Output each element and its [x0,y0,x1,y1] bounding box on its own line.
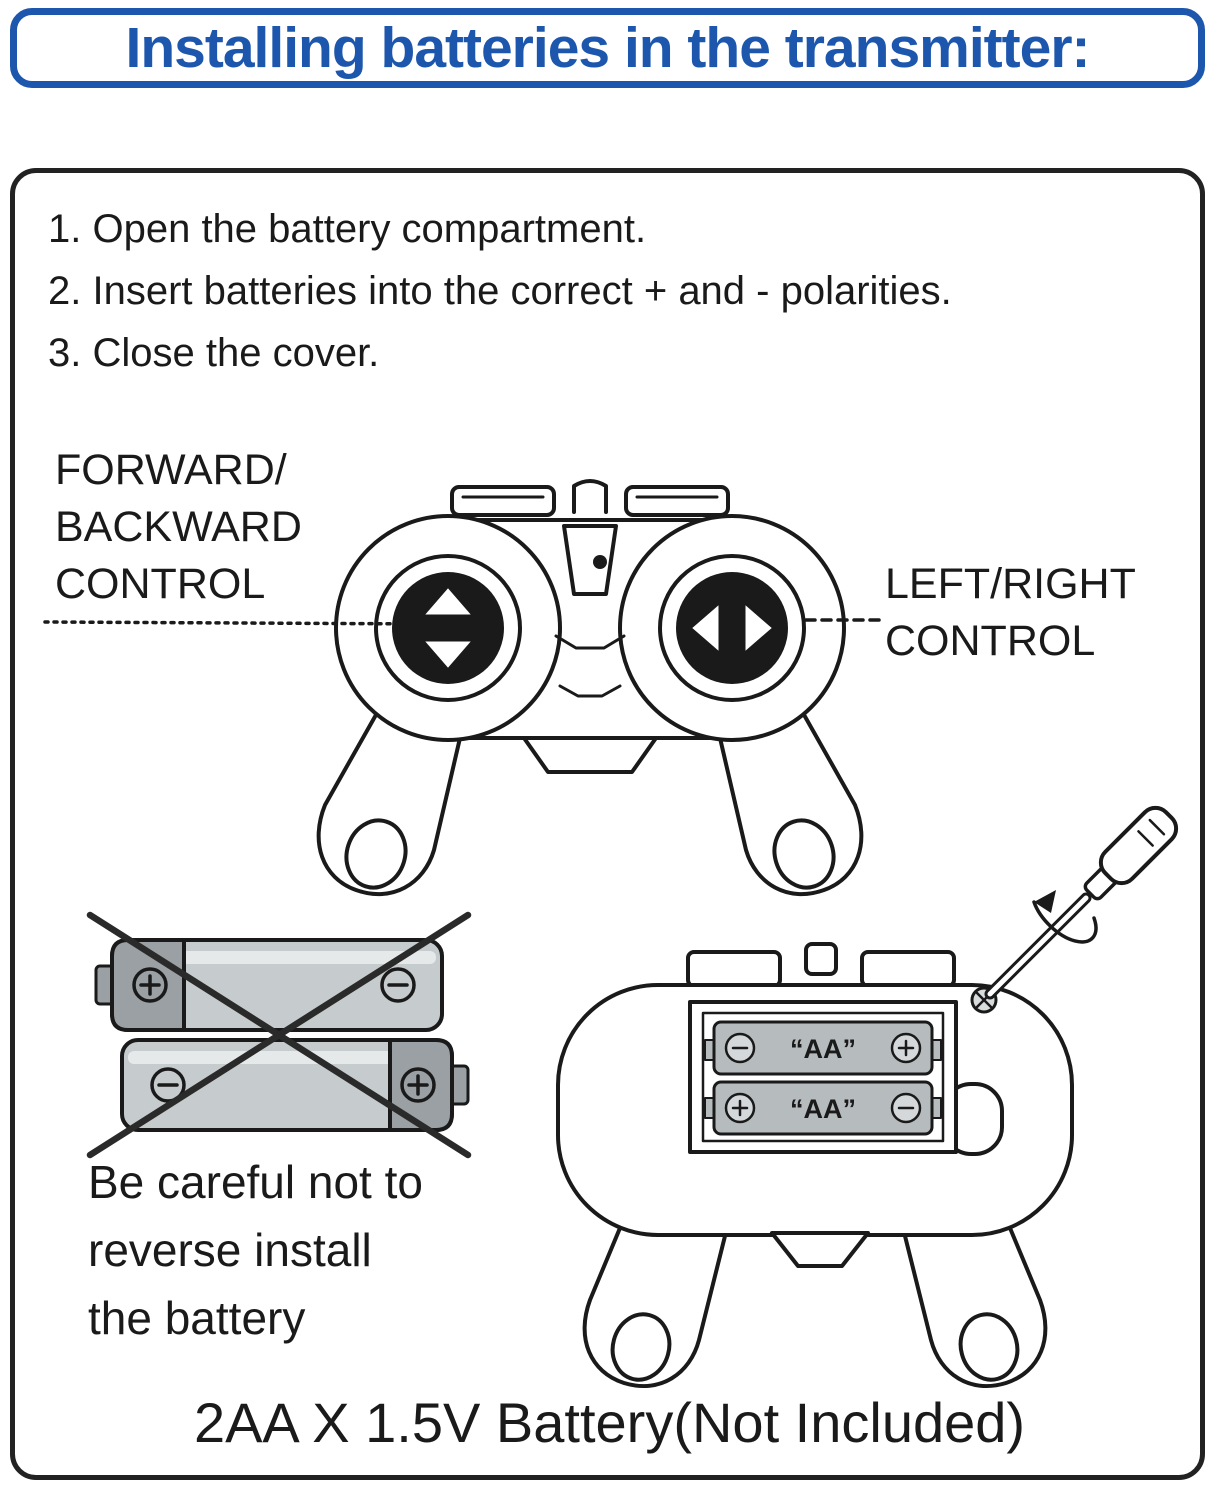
forward-backward-pointer-line [43,620,438,626]
back-left-tab [686,950,782,988]
back-center-stub [804,942,838,976]
battery-warning-line1: Be careful not to [88,1156,423,1208]
back-right-tab [860,950,956,988]
minus-terminal [890,1092,922,1124]
crossed-batteries-diagram [86,911,472,1159]
forward-backward-label-line3: CONTROL [55,560,266,608]
left-right-label-line1: LEFT/RIGHT [885,560,1136,608]
left-grip-cap [344,818,408,890]
left-shoulder-button [450,485,556,517]
controller-back-diagram: “AA” “AA” [556,805,1179,1389]
back-right-grip-cap [958,1312,1020,1382]
battery-warning-line3: the battery [88,1292,306,1344]
forward-backward-label-line1: FORWARD/ [55,446,287,494]
screwdriver-icon [984,805,1179,1000]
plus-terminal [400,1067,436,1103]
controller-front-diagram [316,479,864,897]
page-title: Installing batteries in the transmitter: [125,16,1090,80]
battery-warning-line2: reverse install [88,1224,372,1276]
prohibition-cross-icon [86,911,472,1159]
right-stick[interactable] [658,554,806,702]
up-arrow-icon [420,584,476,618]
forward-backward-label-line2: BACKWARD [55,503,302,551]
instruction-step-3: 3. Close the cover. [48,331,380,375]
left-right-label-line2: CONTROL [885,617,1096,665]
body-seam-upper [554,634,626,650]
battery-compartment[interactable]: “AA” “AA” [688,1000,958,1154]
back-left-grip-cap [610,1312,672,1382]
plus-terminal [890,1032,922,1064]
battery1-label: “AA” [790,1034,856,1064]
battery-wrong-top [94,938,444,1032]
battery-aa-2: “AA” [704,1080,942,1136]
left-arrow-icon [688,600,722,656]
instruction-step-1: 1. Open the battery compartment. [48,207,647,251]
battery2-label: “AA” [790,1094,856,1124]
down-arrow-icon [420,638,476,672]
forward-backward-label: FORWARD/ BACKWARD CONTROL [55,442,302,613]
right-grip-cap [772,818,836,890]
instruction-list: 1. Open the battery compartment. 2. Inse… [48,198,952,384]
battery-warning-text: Be careful not to reverse install the ba… [88,1148,423,1352]
right-shoulder-button [624,485,730,517]
plus-terminal [724,1092,756,1124]
antenna-stub [572,479,608,514]
instruction-step-2: 2. Insert batteries into the correct + a… [48,269,952,313]
battery-spec-note: 2AA X 1.5V Battery(Not Included) [193,1391,1026,1454]
header-banner: Installing batteries in the transmitter: [10,8,1205,88]
bottom-console [522,736,658,774]
left-right-label: LEFT/RIGHT CONTROL [885,556,1136,670]
minus-terminal [380,967,416,1003]
right-arrow-icon [742,600,776,656]
minus-terminal [724,1032,756,1064]
left-stick[interactable] [374,554,522,702]
plus-terminal [132,967,168,1003]
rotation-arrow-icon [1032,890,1098,944]
body-seam-lower [558,684,622,698]
minus-terminal [150,1067,186,1103]
back-bottom-console [770,1231,870,1268]
battery-aa-1: “AA” [704,1020,942,1076]
battery-wrong-bottom [120,1038,470,1132]
power-led [593,555,607,569]
power-console [562,524,618,596]
